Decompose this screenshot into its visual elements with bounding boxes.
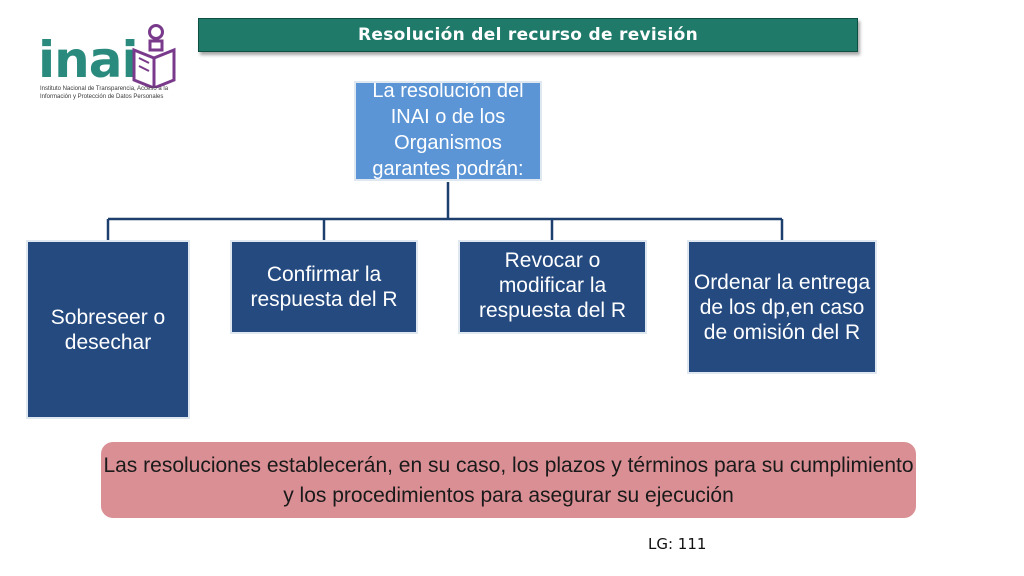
child-node-label: Ordenar la entrega de los dp,en caso de … <box>693 271 871 344</box>
legal-reference: LG: 111 <box>648 535 707 553</box>
child-node-revocar: Revocar o modificar la respuesta del R <box>458 240 647 334</box>
child-node-confirmar: Confirmar la respuesta del R <box>230 240 418 334</box>
root-node-label: La resolución del INAI o de los Organism… <box>372 81 524 180</box>
child-node-label: Sobreseer o desechar <box>50 306 166 354</box>
inai-logo: inai Instituto Nacional de Transparencia… <box>38 18 188 108</box>
root-node: La resolución del INAI o de los Organism… <box>354 81 542 181</box>
logo-wordmark: inai <box>38 31 139 89</box>
page-title: Resolución del recurso de revisión <box>198 18 858 52</box>
child-node-label: Revocar o modificar la respuesta del R <box>478 249 627 322</box>
logo-subtitle: Instituto Nacional de Transparencia, Acc… <box>40 86 169 100</box>
resolution-note: Las resoluciones establecerán, en su cas… <box>101 442 916 518</box>
child-node-label: Confirmar la respuesta del R <box>250 263 398 311</box>
child-node-ordenar: Ordenar la entrega de los dp,en caso de … <box>687 240 877 374</box>
child-node-sobreseer: Sobreseer o desechar <box>26 240 190 419</box>
open-book-person-icon <box>132 24 176 88</box>
resolution-note-text: Las resoluciones establecerán, en su cas… <box>103 454 914 507</box>
